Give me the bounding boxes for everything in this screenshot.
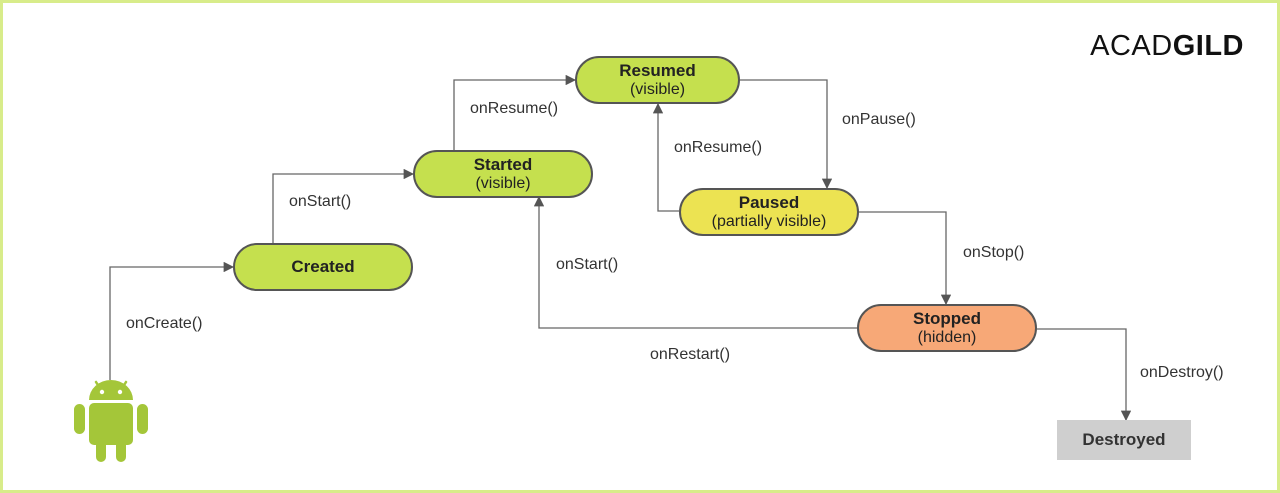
android-robot-icon [74,380,148,462]
label-onstart: onStart() [289,193,352,210]
state-destroyed-title: Destroyed [1082,430,1166,449]
label-onrestart: onRestart() [650,346,731,363]
logo-light: ACAD [1090,30,1173,62]
state-paused-title: Paused [738,192,800,212]
state-destroyed: Destroyed [1057,420,1191,460]
state-resumed: Resumed (visible) [575,56,740,104]
label-onpause: onPause() [842,111,916,128]
label-oncreate: onCreate() [126,315,203,332]
label-ondestroy: onDestroy() [1140,364,1224,381]
state-started: Started (visible) [413,150,593,198]
state-stopped-subtitle: (hidden) [917,328,977,346]
edge-onpause [739,79,833,190]
state-stopped: Stopped (hidden) [857,304,1037,352]
state-resumed-subtitle: (visible) [629,80,686,98]
state-paused: Paused (partially visible) [679,188,859,236]
edge-oncreate [109,261,235,380]
edge-onresume-back [652,102,679,212]
edge-onresume [453,74,577,150]
acadgild-logo: ACADGILD [1090,30,1244,63]
edge-onstop [858,211,952,306]
state-started-subtitle: (visible) [475,174,531,192]
label-onresume-back: onResume() [674,139,763,156]
logo-bold: GILD [1172,30,1244,62]
label-onstop: onStop() [963,244,1025,261]
state-stopped-title: Stopped [913,308,981,328]
state-paused-subtitle: (partially visible) [711,212,827,230]
state-resumed-title: Resumed [619,60,696,80]
label-onresume: onResume() [470,100,559,117]
state-created: Created [233,243,413,291]
edge-ondestroy [1036,328,1132,422]
label-onstart-back: onStart() [556,256,619,273]
edge-onstart [272,168,415,244]
state-created-title: Created [291,256,355,276]
state-started-title: Started [473,154,533,174]
edge-onrestart [533,195,857,329]
